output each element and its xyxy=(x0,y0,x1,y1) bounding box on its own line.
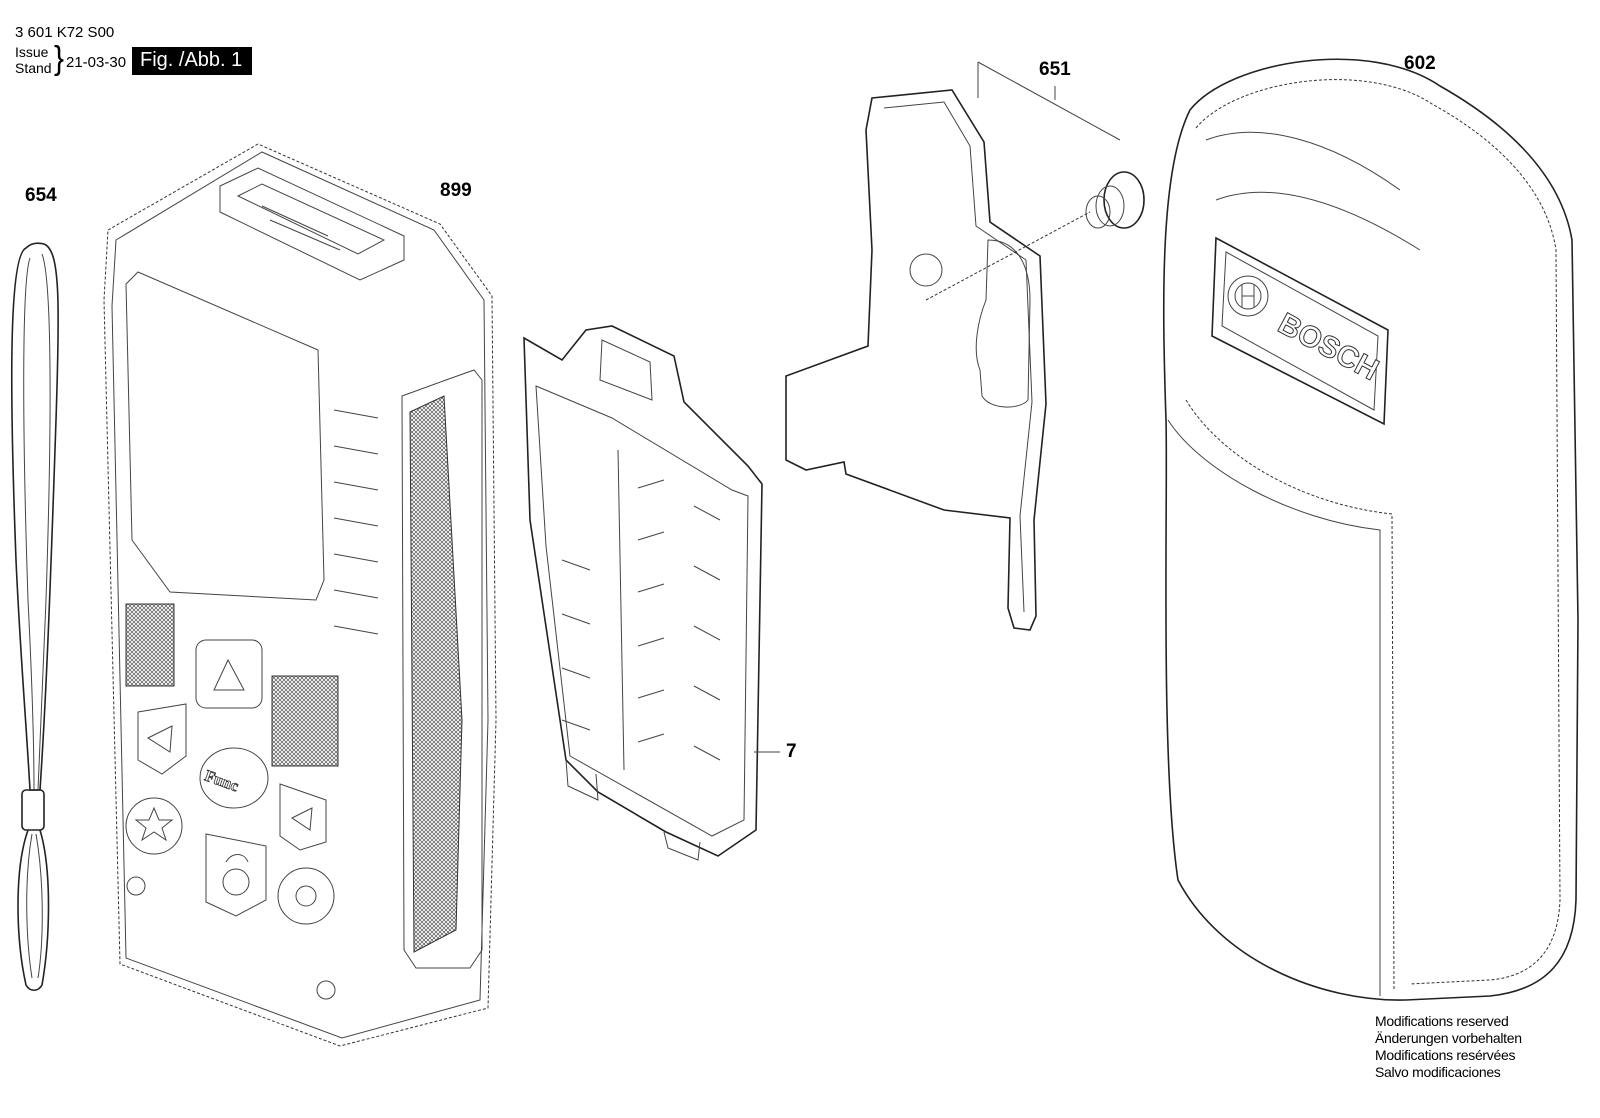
notice-line: Änderungen vorbehalten xyxy=(1375,1030,1522,1046)
notice-line: Modifications resérvées xyxy=(1375,1047,1516,1063)
document-number: 3 601 K72 S00 xyxy=(15,24,115,41)
notice-line: Salvo modificaciones xyxy=(1375,1064,1501,1080)
device-housing-part xyxy=(103,143,497,1047)
issue-date: 21-03-30 xyxy=(66,54,127,71)
issue-label: Issue xyxy=(15,44,49,60)
modifications-notice: Modifications reserved Änderungen vorbeh… xyxy=(1375,1013,1522,1081)
func-button-label: Func xyxy=(202,767,240,795)
callout-654: 654 xyxy=(25,185,57,206)
issue-stand-labels: Issue Stand xyxy=(15,44,52,76)
notice-line: Modifications reserved xyxy=(1375,1013,1509,1029)
keypad xyxy=(125,639,336,1000)
callout-7: 7 xyxy=(786,741,797,762)
side-vent-slots xyxy=(333,409,379,635)
callout-651: 651 xyxy=(1039,59,1071,80)
stand-label: Stand xyxy=(15,60,52,76)
battery-cover-part xyxy=(523,325,780,861)
bosch-armature-icon xyxy=(1227,275,1269,317)
carry-pouch-part: BOSCH xyxy=(1162,58,1579,1001)
wrist-strap-part xyxy=(10,242,60,992)
brace-mark: } xyxy=(54,40,65,77)
belt-clip-part xyxy=(785,61,1145,631)
callout-602: 602 xyxy=(1404,53,1436,74)
figure-label: Fig. /Abb. 1 xyxy=(132,47,253,75)
brand-patch: BOSCH xyxy=(1211,236,1389,426)
callout-899: 899 xyxy=(440,180,472,201)
